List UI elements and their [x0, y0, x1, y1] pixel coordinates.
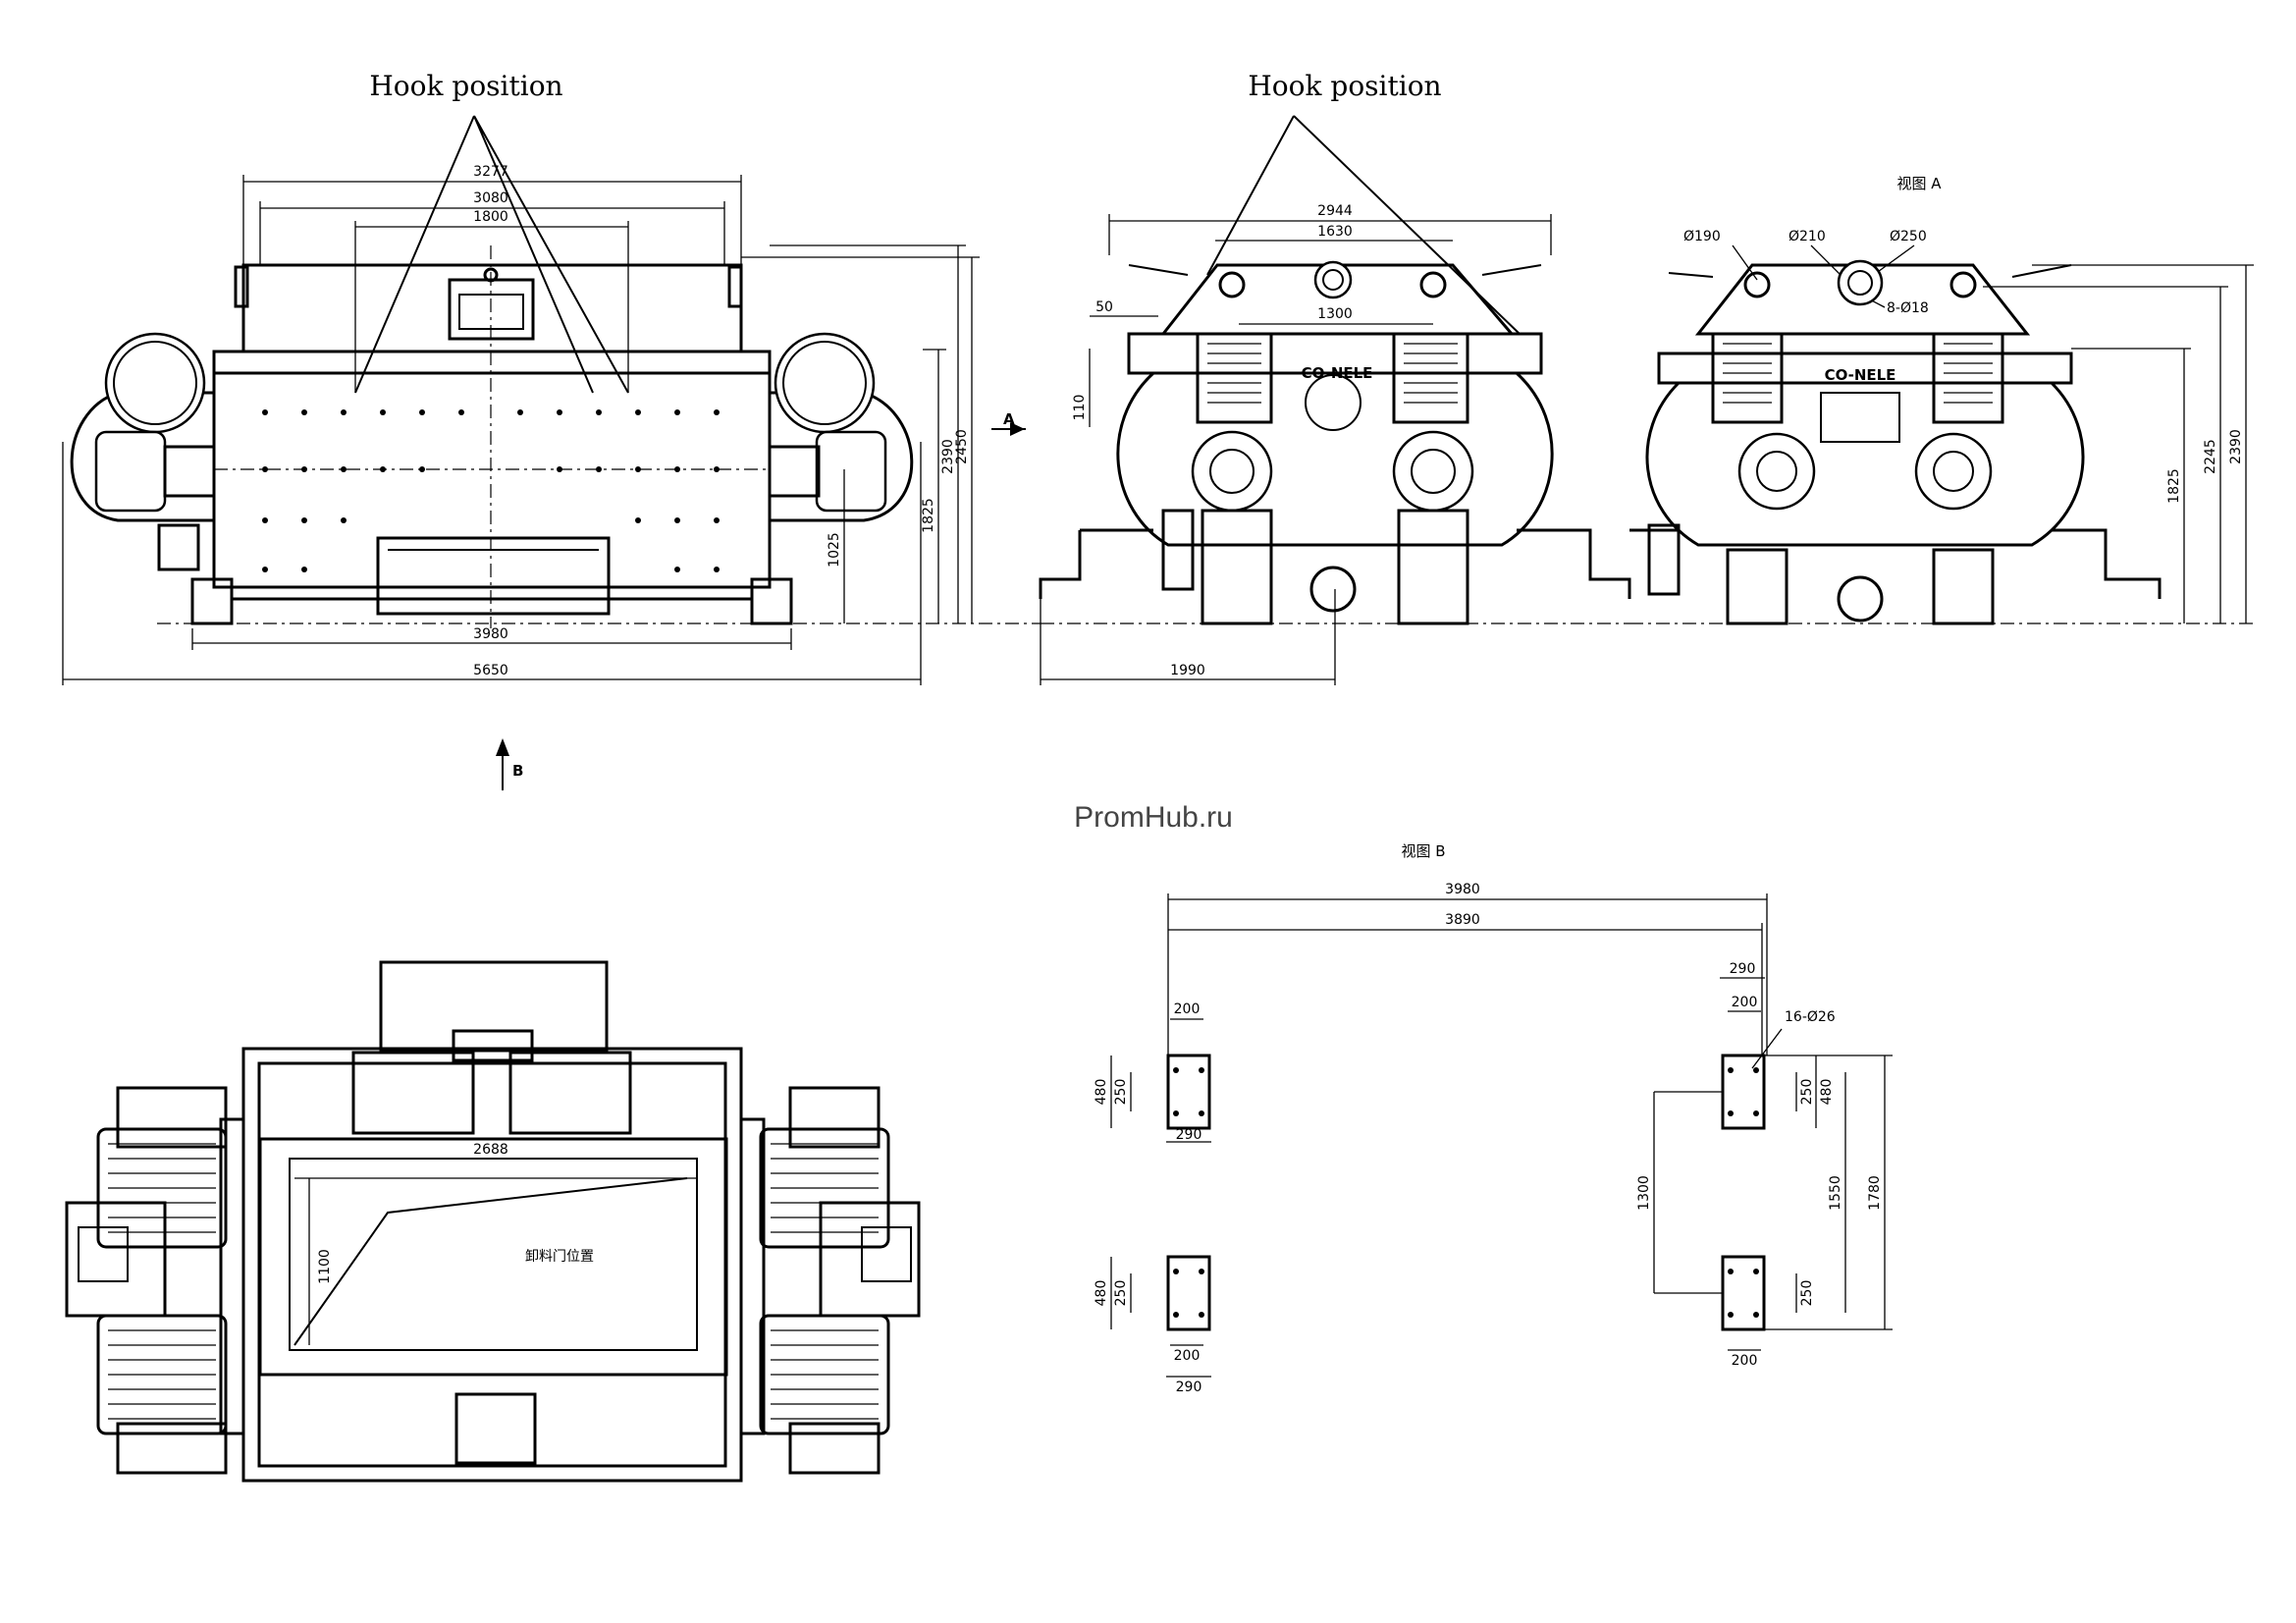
dia-190: Ø190 — [1683, 229, 1721, 244]
top-view: 2688 1100 卸料门位置 — [65, 960, 921, 1483]
dim-1100: 1100 — [317, 1249, 333, 1284]
dim-1300: 1300 — [1317, 306, 1353, 322]
hook-position-label-side: Hook position — [1248, 70, 1441, 102]
body-bolt-pattern — [262, 409, 720, 572]
front-view: Hook position 3277 3080 1800 — [62, 70, 1041, 790]
section-b-marker: B — [512, 762, 523, 780]
dim-2688: 2688 — [473, 1142, 508, 1158]
dim-3980-view-b: 3980 — [1445, 882, 1480, 897]
dim-480-rt: 480 — [1819, 1079, 1835, 1106]
top-view-note: 卸料门位置 — [525, 1249, 594, 1265]
dim-250-rb: 250 — [1799, 1280, 1815, 1307]
dim-3890: 3890 — [1445, 912, 1480, 928]
watermark: PromHub.ru — [1074, 801, 1233, 834]
dim-480-lb: 480 — [1094, 1280, 1109, 1307]
view-b: 视图 B 3980 3890 200 290 480 250 200 290 4… — [1094, 842, 1893, 1395]
dim-3980-front: 3980 — [473, 626, 508, 642]
dim-1800: 1800 — [473, 209, 508, 225]
hook-position-label-front: Hook position — [369, 70, 562, 102]
dim-1630: 1630 — [1317, 224, 1353, 240]
dim-1025: 1025 — [827, 532, 842, 568]
brand-view-a: CO-NELE — [1825, 366, 1896, 384]
dim-2944: 2944 — [1317, 203, 1353, 219]
section-a-marker: A — [1003, 410, 1015, 428]
dim-5650: 5650 — [473, 663, 508, 678]
dim-2450: 2450 — [954, 429, 970, 464]
dim-1990: 1990 — [1170, 663, 1205, 678]
dim-250-lb: 250 — [1113, 1280, 1129, 1307]
dim-110: 110 — [1072, 395, 1088, 421]
dim-250-lt: 250 — [1113, 1079, 1129, 1106]
dim-1825-view-a: 1825 — [2166, 468, 2182, 504]
dia-250: Ø250 — [1890, 229, 1927, 244]
view-a: 视图 A Ø190 Ø210 Ø250 8-Ø18 CO-NELE — [1629, 175, 2258, 625]
dim-2390-view-a: 2390 — [2228, 429, 2244, 464]
dim-3080: 3080 — [473, 190, 508, 206]
dim-1780: 1780 — [1867, 1175, 1883, 1211]
dim-1825: 1825 — [921, 498, 936, 533]
view-b-title: 视图 B — [1401, 842, 1445, 860]
dim-200-lb: 200 — [1174, 1348, 1201, 1364]
dim-2245: 2245 — [2203, 439, 2218, 474]
dim-290-lt: 290 — [1176, 1127, 1202, 1143]
dim-2390: 2390 — [940, 439, 956, 474]
holes-16-26: 16-Ø26 — [1785, 1009, 1836, 1025]
dim-290-rt: 290 — [1730, 961, 1756, 977]
dia-210: Ø210 — [1789, 229, 1826, 244]
dim-200-rt: 200 — [1732, 995, 1758, 1010]
dim-290-lb: 290 — [1176, 1380, 1202, 1395]
holes-8-18: 8-Ø18 — [1887, 300, 1929, 316]
side-view: Hook position 2944 1630 1300 50 110 CO-N… — [1039, 70, 1631, 685]
dim-1300: 1300 — [1636, 1175, 1652, 1211]
dim-1550: 1550 — [1828, 1175, 1843, 1211]
dim-250-rt: 250 — [1799, 1079, 1815, 1106]
dim-480-lt: 480 — [1094, 1079, 1109, 1106]
dim-200-rb: 200 — [1732, 1353, 1758, 1369]
dim-50: 50 — [1095, 299, 1113, 315]
dim-200-lt: 200 — [1174, 1001, 1201, 1017]
dim-3277: 3277 — [473, 164, 508, 180]
brand-side: CO-NELE — [1302, 364, 1373, 382]
view-a-title: 视图 A — [1896, 175, 1942, 192]
